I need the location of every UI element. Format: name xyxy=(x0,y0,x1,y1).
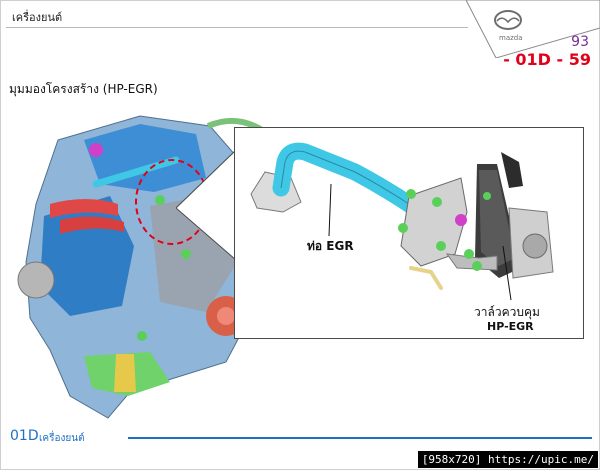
zoom-detail-panel xyxy=(234,127,584,339)
page-code: - 01D - 59 xyxy=(503,50,591,69)
engine-illustration xyxy=(17,115,264,419)
footer-section-label: เครื่องยนต์ xyxy=(39,433,85,444)
logo-wordmark: mazda xyxy=(499,34,523,42)
mazda-logo-icon xyxy=(494,10,522,30)
logo-banner: mazda xyxy=(466,0,600,58)
valve-label-line2: HP-EGR xyxy=(487,320,534,333)
footer-section-code: 01D xyxy=(10,428,39,444)
section-title: มุมมองโครงสร้าง (HP-EGR) xyxy=(9,82,158,96)
valve-leader-line xyxy=(502,245,512,301)
header-title: เครื่องยนต์ xyxy=(12,11,63,24)
page-number: 93 xyxy=(571,34,589,50)
footer-divider xyxy=(128,437,592,439)
zoom-callout-pointer xyxy=(176,150,236,260)
egr-pipe-label: ท่อ EGR xyxy=(307,239,354,253)
pipe-leader-line xyxy=(328,183,332,237)
header-divider xyxy=(6,27,468,28)
egr-assembly-illustration xyxy=(250,142,554,301)
valve-label-line1: วาล์วควบคุม xyxy=(474,305,540,319)
image-watermark: [958x720] https://upic.me/ xyxy=(417,451,598,468)
